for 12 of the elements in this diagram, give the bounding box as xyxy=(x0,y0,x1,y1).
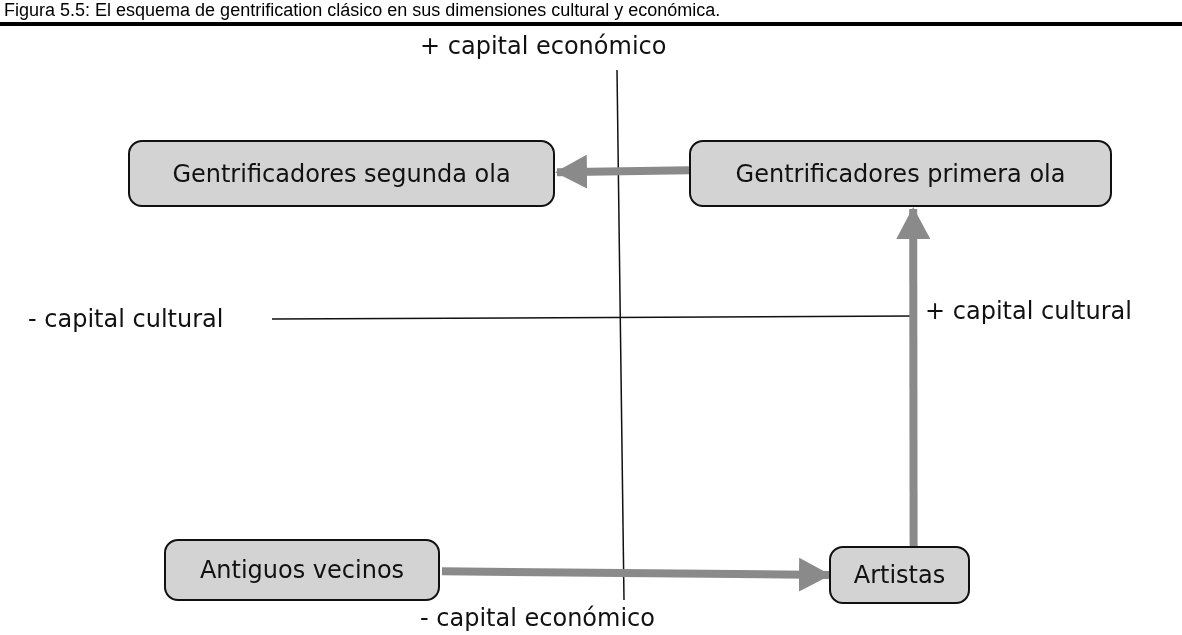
axis-label: - capital cultural xyxy=(28,305,224,333)
axis-label: - capital económico xyxy=(420,604,655,632)
axis-label: + capital cultural xyxy=(925,297,1132,325)
rounded-box: Artistas xyxy=(829,546,970,604)
axis-label: + capital económico xyxy=(420,32,667,60)
arrow xyxy=(896,207,931,546)
arrow xyxy=(555,154,690,189)
rounded-box: Gentrificadores segunda ola xyxy=(128,140,555,207)
arrow xyxy=(441,557,831,592)
figure-caption: Figura 5.5: El esquema de gentrification clásico en sus dimensiones cultural y económica. xyxy=(4,0,721,21)
rounded-box: Antiguos vecinos xyxy=(164,539,440,601)
rounded-box: Gentrificadores primera ola xyxy=(689,140,1112,207)
